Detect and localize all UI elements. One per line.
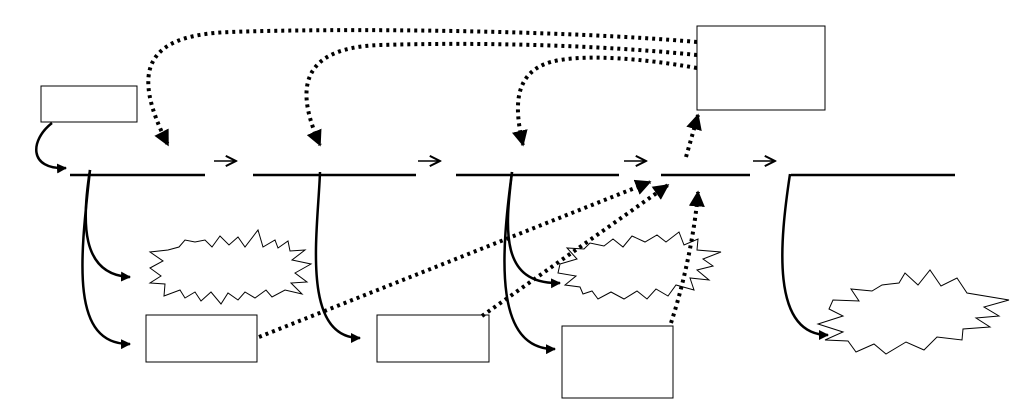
dotted-arrow-feedback-to-stage-3 (511, 55, 698, 147)
starburst-shape-2 (557, 231, 722, 300)
dotted-arrow-feedback-to-stage-1 (146, 28, 698, 147)
solid-arrow-stage-1-to-box (81, 169, 131, 350)
dotted-arrow-feedback-to-stage-2 (304, 41, 698, 147)
output-box-stage-1 (145, 314, 258, 363)
solid-arrow-stage-3-to-box (503, 171, 556, 355)
dotted-arrow-box-2-to-stage-4 (480, 183, 670, 318)
dotted-arrow-box-3-to-stage-4 (669, 190, 705, 324)
output-box-stage-3 (561, 325, 674, 399)
feedback-box-top-right (696, 25, 826, 111)
input-box-top-left (40, 85, 138, 123)
dotted-arrow-stage-4-to-feedback (684, 113, 702, 158)
starburst-shape-3 (816, 269, 1010, 355)
solid-arrow-stage-2-to-box (314, 171, 361, 343)
solid-arrow-stage-1-to-starburst (84, 169, 131, 282)
starburst-shape-1 (148, 228, 313, 305)
solid-arrow-stage-5-to-starburst (781, 173, 829, 340)
output-box-stage-2 (376, 314, 490, 363)
solid-arrow-input-to-stage-1 (35, 122, 67, 174)
dotted-arrow-box-1-to-stage-4 (258, 179, 652, 339)
